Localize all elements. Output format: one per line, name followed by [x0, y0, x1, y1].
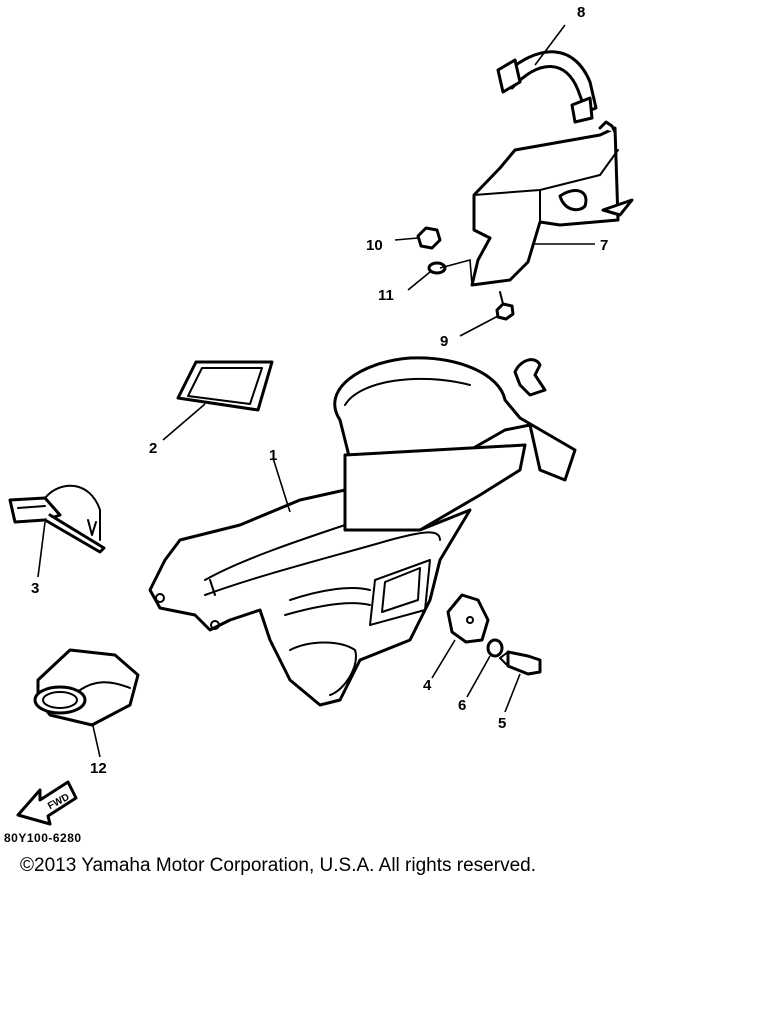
callout-11: 11	[378, 287, 394, 304]
part-2-pad	[176, 360, 274, 412]
part-9-bolt	[495, 291, 515, 321]
callout-4: 4	[423, 677, 432, 694]
part-7-bracket	[470, 120, 634, 287]
part-12-cover	[33, 648, 140, 727]
callout-9-lower: 9	[440, 333, 448, 350]
leader-lines	[37, 24, 595, 758]
part-11-collar	[427, 261, 447, 275]
fwd-arrow-icon: FWD	[16, 780, 78, 826]
callout-5: 5	[498, 715, 506, 732]
part-10-nut	[416, 226, 442, 250]
reference-code: 80Y100-6280	[4, 831, 82, 845]
callout-7: 7	[600, 237, 608, 254]
callout-6: 6	[458, 697, 466, 714]
copyright-notice: ©2013 Yamaha Motor Corporation, U.S.A. A…	[20, 855, 536, 876]
callout-10: 10	[366, 237, 383, 254]
callout-2: 2	[149, 440, 157, 457]
callout-3: 3	[31, 580, 39, 597]
part-8-band	[496, 50, 598, 124]
part-5-bolt	[499, 650, 542, 676]
part-6-washer	[486, 638, 504, 658]
callout-1: 1	[269, 447, 277, 464]
part-1-housing	[148, 356, 577, 707]
callout-12: 12	[90, 760, 107, 777]
part-3-clip	[8, 484, 106, 554]
callout-8: 8	[577, 4, 585, 21]
